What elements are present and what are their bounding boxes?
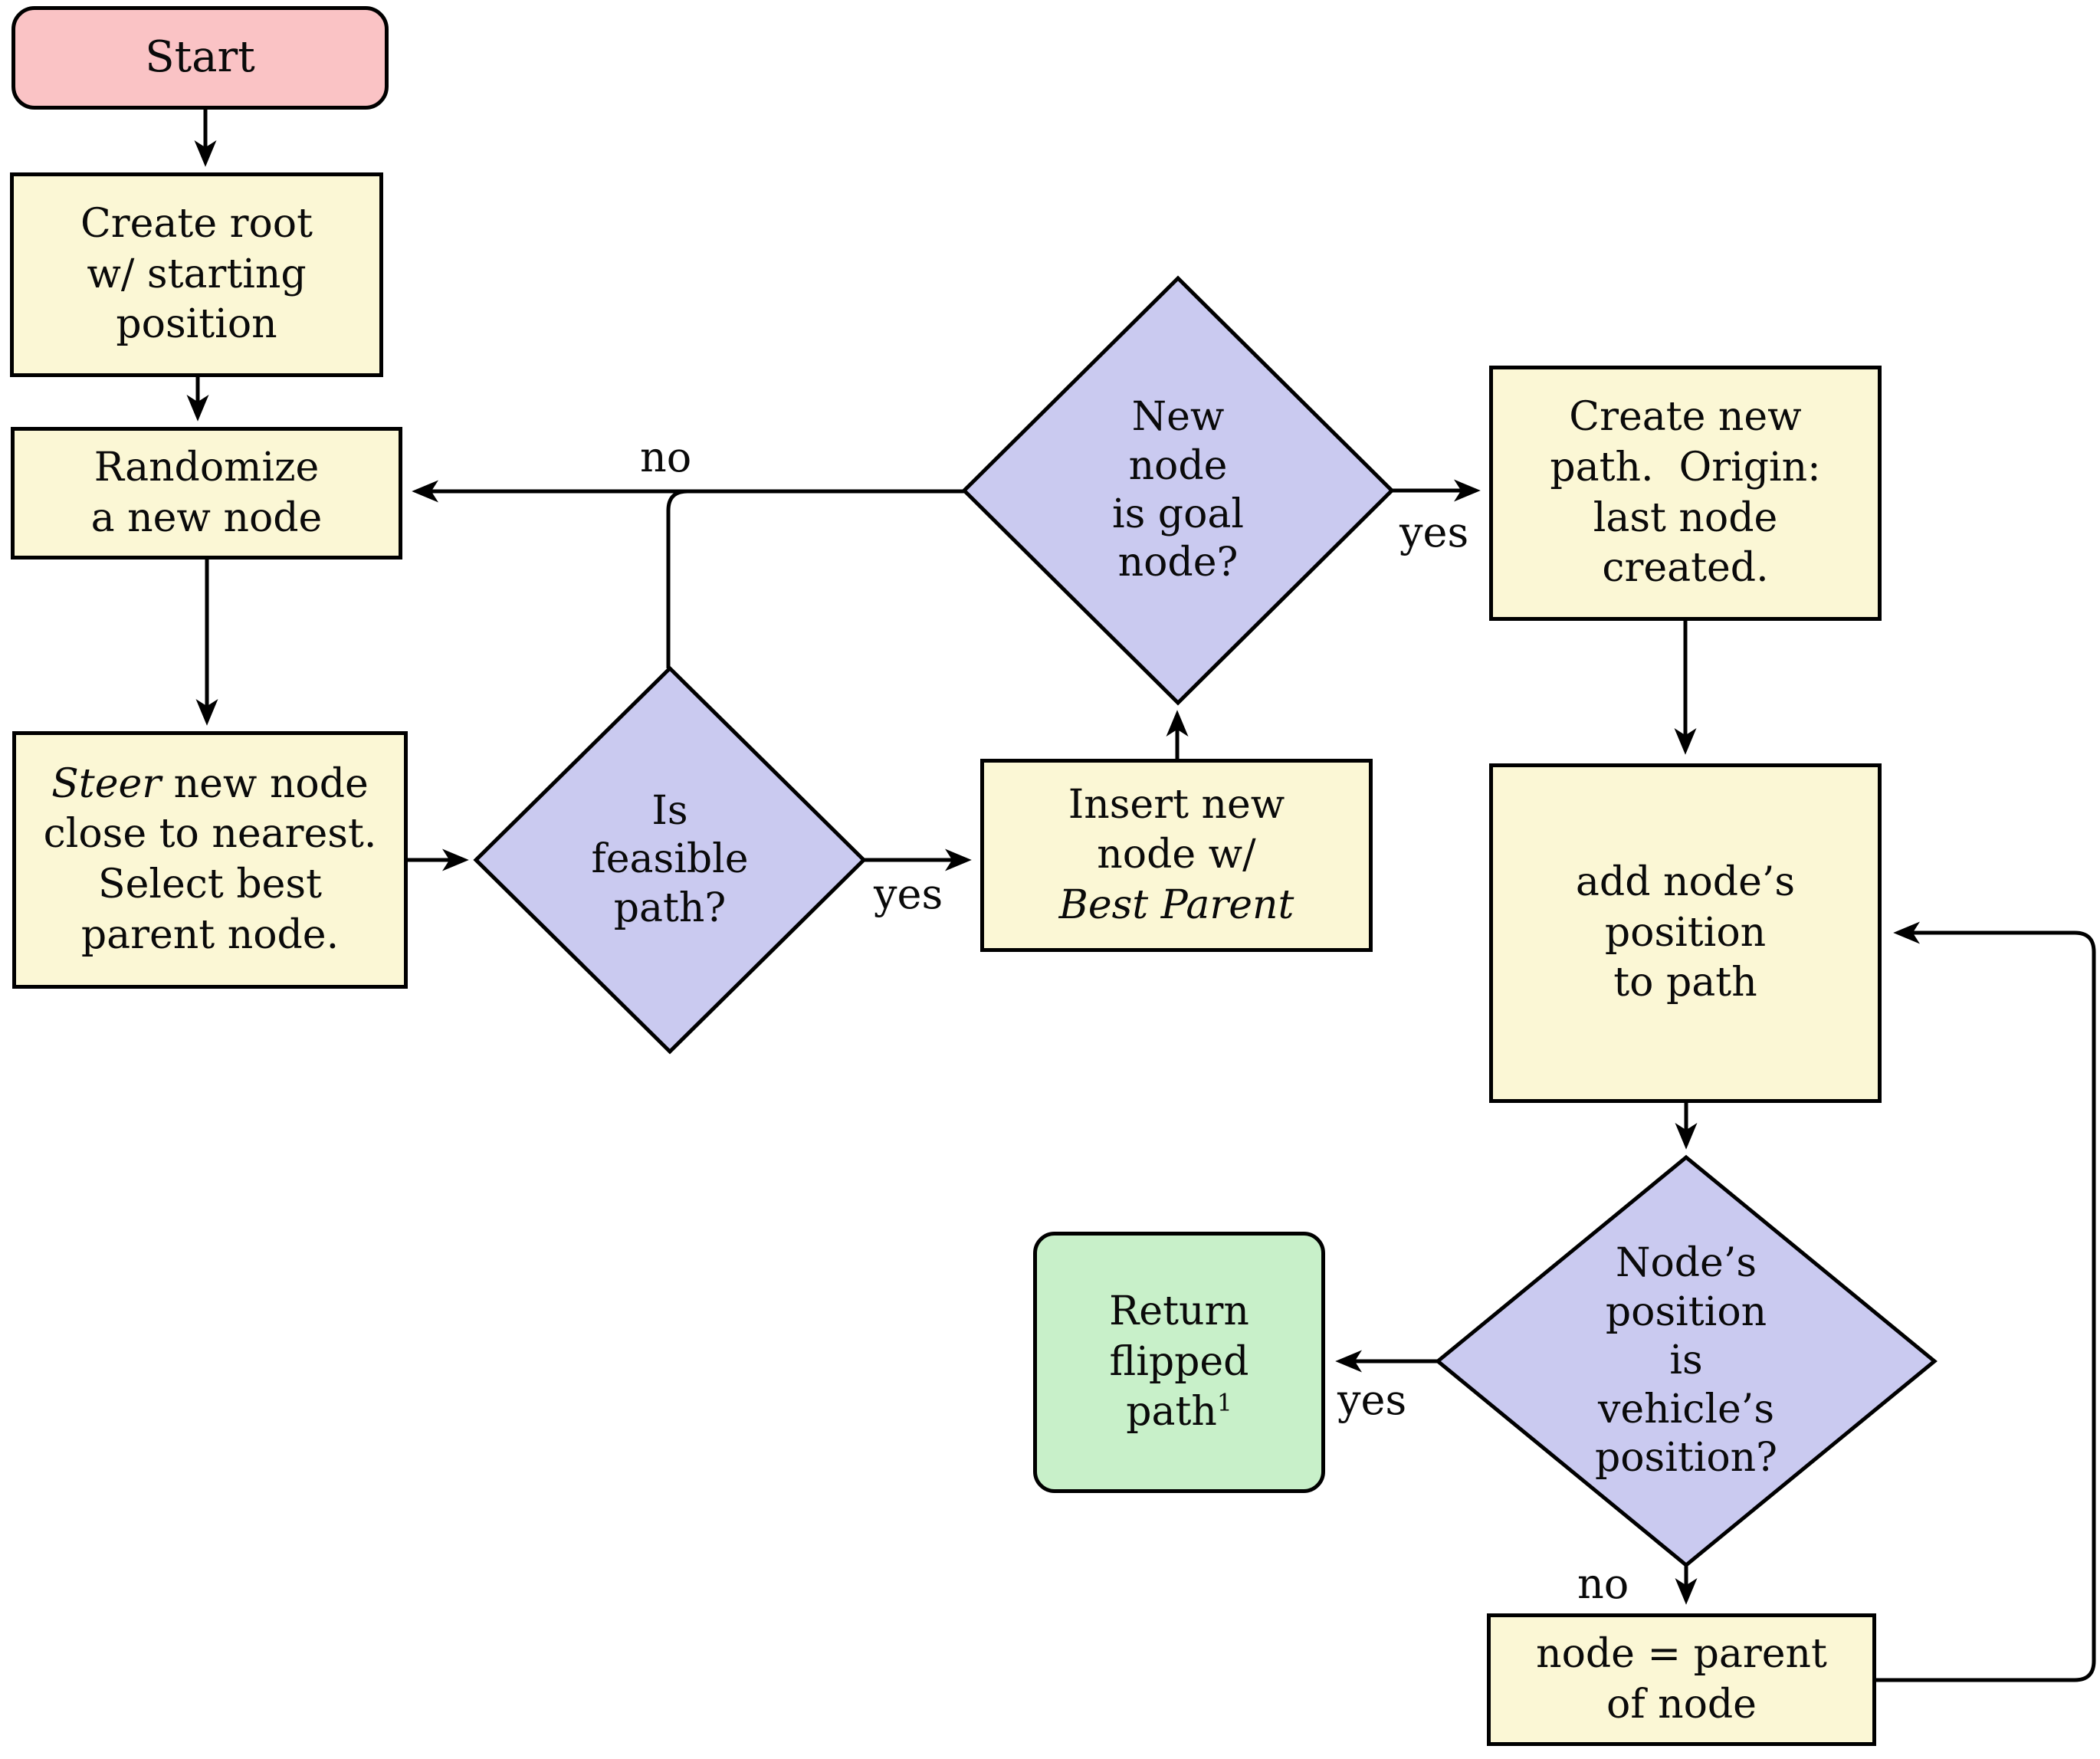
node-create-path-line: created.	[1602, 545, 1769, 592]
return-footnote-superscript: 1	[1216, 1389, 1232, 1417]
node-add-position-line: position	[1604, 909, 1767, 956]
arrow-loop-node-parent-to-add-position	[1876, 921, 2096, 1682]
node-insert-line: Insert new	[1068, 781, 1285, 828]
node-create-path-line: path. Origin:	[1550, 444, 1821, 491]
node-steer: Steer new node close to nearest. Select …	[12, 731, 408, 989]
node-insert-line: Best Parent	[1059, 881, 1294, 931]
node-steer-line: close to nearest.	[43, 811, 377, 858]
decision-feasible-path-diamond	[473, 665, 867, 1055]
node-create-path-line: Create new	[1569, 394, 1802, 441]
node-return: Return flipped path1	[1033, 1232, 1325, 1493]
node-start-label: Start	[145, 32, 255, 83]
node-start: Start	[11, 6, 389, 110]
best-parent-italic: Best Parent	[1058, 881, 1294, 928]
node-add-position-line: add node’s	[1575, 859, 1796, 906]
node-steer-line: parent node.	[80, 911, 340, 958]
node-node-parent-line: node = parent	[1536, 1630, 1827, 1677]
node-return-line: Return	[1109, 1288, 1249, 1335]
node-return-line: path1	[1126, 1387, 1232, 1438]
node-randomize: Randomize a new node	[11, 427, 402, 560]
node-return-line: flipped	[1109, 1338, 1249, 1385]
decision-vehicle-position-diamond	[1435, 1154, 1938, 1568]
return-path-word: path	[1126, 1389, 1217, 1436]
node-node-parent: node = parent of node	[1487, 1613, 1876, 1746]
node-randomize-line: a new node	[90, 494, 323, 541]
edge-label-goal-no: no	[640, 433, 692, 481]
node-node-parent-line: of node	[1606, 1681, 1757, 1728]
node-create-path: Create new path. Origin: last node creat…	[1489, 366, 1882, 621]
edge-label-vehicle-yes: yes	[1337, 1376, 1407, 1424]
decision-goal-node-diamond	[961, 275, 1395, 706]
node-insert: Insert new node w/ Best Parent	[980, 759, 1373, 952]
node-create-root-line: Create root	[80, 201, 313, 248]
steer-line-rest: new node	[161, 760, 369, 807]
node-create-root-line: position	[116, 301, 277, 348]
node-create-root: Create root w/ starting position	[10, 172, 383, 377]
node-create-path-line: last node	[1593, 494, 1778, 541]
node-add-position-line: to path	[1613, 960, 1757, 1006]
node-steer-line: Select best	[98, 861, 322, 907]
node-steer-line: Steer new node	[51, 760, 369, 810]
node-add-position: add node’s position to path	[1489, 763, 1882, 1103]
edge-label-goal-yes: yes	[1399, 508, 1469, 556]
steer-italic-word: Steer	[51, 760, 162, 807]
node-insert-line: node w/	[1097, 832, 1256, 878]
edge-label-vehicle-no: no	[1577, 1560, 1629, 1608]
node-create-root-line: w/ starting	[87, 251, 307, 297]
connector-feasible-no-junction	[666, 489, 688, 668]
node-randomize-line: Randomize	[94, 444, 320, 491]
edge-label-feasible-yes: yes	[874, 870, 943, 918]
